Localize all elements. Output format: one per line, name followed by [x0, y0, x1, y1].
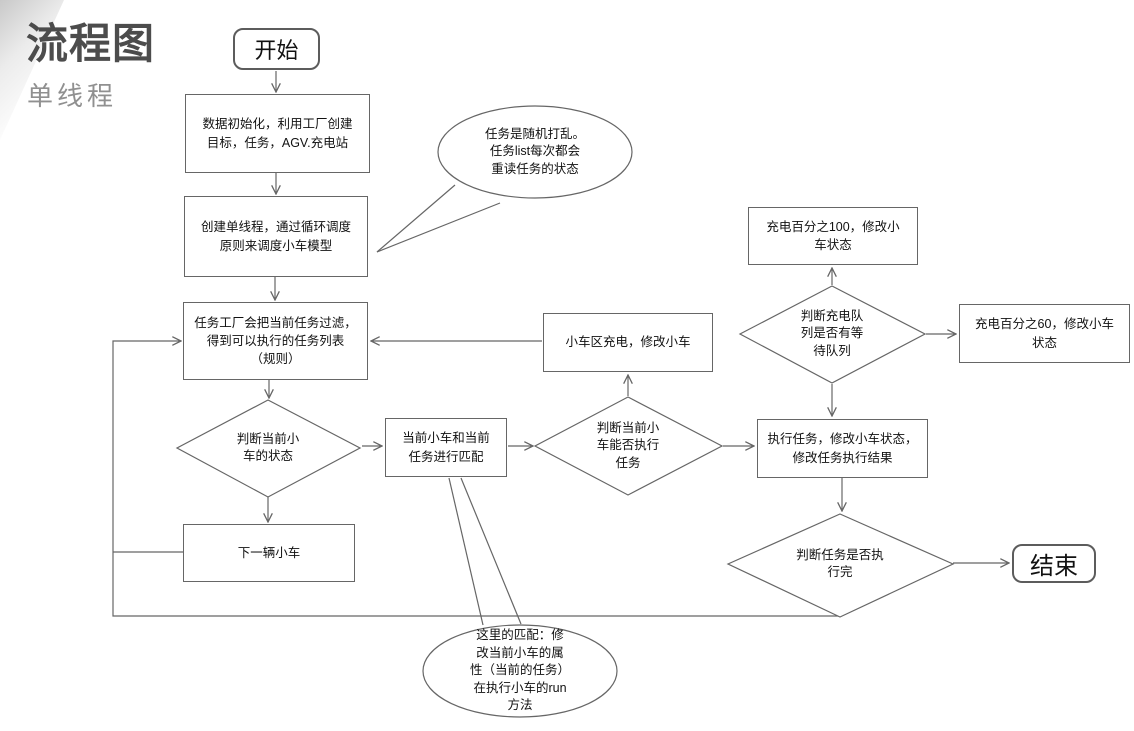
node-charge-area[interactable]: 小车区充电，修改小车: [543, 313, 713, 372]
callout-match-detail-shape[interactable]: [422, 624, 618, 718]
node-end-label: 结束: [1030, 553, 1078, 580]
connector-taskdone-to-filter: [112, 341, 840, 617]
node-filter-label: 任务工厂会把当前任务过滤， 得到可以执行的任务列表 （规则）: [194, 315, 357, 367]
callout-tail-bottom: [460, 477, 522, 625]
decision-charge-queue-shape[interactable]: [738, 285, 927, 384]
node-exec-task-label: 执行任务，修改小车状态， 修改任务执行结果: [767, 432, 918, 465]
decision-can-exec-shape[interactable]: [533, 396, 724, 496]
node-thread[interactable]: 创建单线程，通过循环调度 原则来调度小车模型: [184, 196, 368, 277]
node-init[interactable]: 数据初始化，利用工厂创建 目标，任务，AGV.充电站: [185, 94, 370, 173]
decision-check-car-shape[interactable]: [175, 399, 362, 498]
decision-task-done-shape[interactable]: [726, 513, 955, 618]
node-exec-task[interactable]: 执行任务，修改小车状态， 修改任务执行结果: [757, 419, 928, 478]
node-match-label: 当前小车和当前 任务进行匹配: [402, 431, 490, 464]
node-thread-label: 创建单线程，通过循环调度 原则来调度小车模型: [200, 220, 351, 253]
node-start-label: 开始: [254, 38, 299, 63]
node-charge-100-label: 充电百分之100，修改小 车状态: [766, 219, 900, 252]
node-charge-100[interactable]: 充电百分之100，修改小 车状态: [748, 207, 918, 265]
node-charge-60-label: 充电百分之60，修改小车 状态: [975, 317, 1114, 350]
node-init-label: 数据初始化，利用工厂创建 目标，任务，AGV.充电站: [202, 117, 353, 150]
node-start[interactable]: 开始: [233, 28, 320, 70]
node-charge-60[interactable]: 充电百分之60，修改小车 状态: [959, 304, 1130, 363]
callout-task-shuffle-shape[interactable]: [437, 105, 633, 199]
node-next-car[interactable]: 下一辆小车: [183, 524, 355, 582]
callout-tail-top: [376, 202, 501, 253]
node-next-car-label: 下一辆小车: [237, 545, 301, 560]
node-charge-area-label: 小车区充电，修改小车: [565, 335, 691, 350]
node-end[interactable]: 结束: [1012, 544, 1096, 583]
callout-tail-top: [376, 184, 456, 253]
node-match[interactable]: 当前小车和当前 任务进行匹配: [385, 418, 507, 477]
page-subtitle: 单线程: [27, 81, 118, 111]
node-filter[interactable]: 任务工厂会把当前任务过滤， 得到可以执行的任务列表 （规则）: [183, 302, 368, 380]
page-title: 流程图: [26, 20, 156, 67]
callout-tail-bottom: [448, 477, 484, 626]
